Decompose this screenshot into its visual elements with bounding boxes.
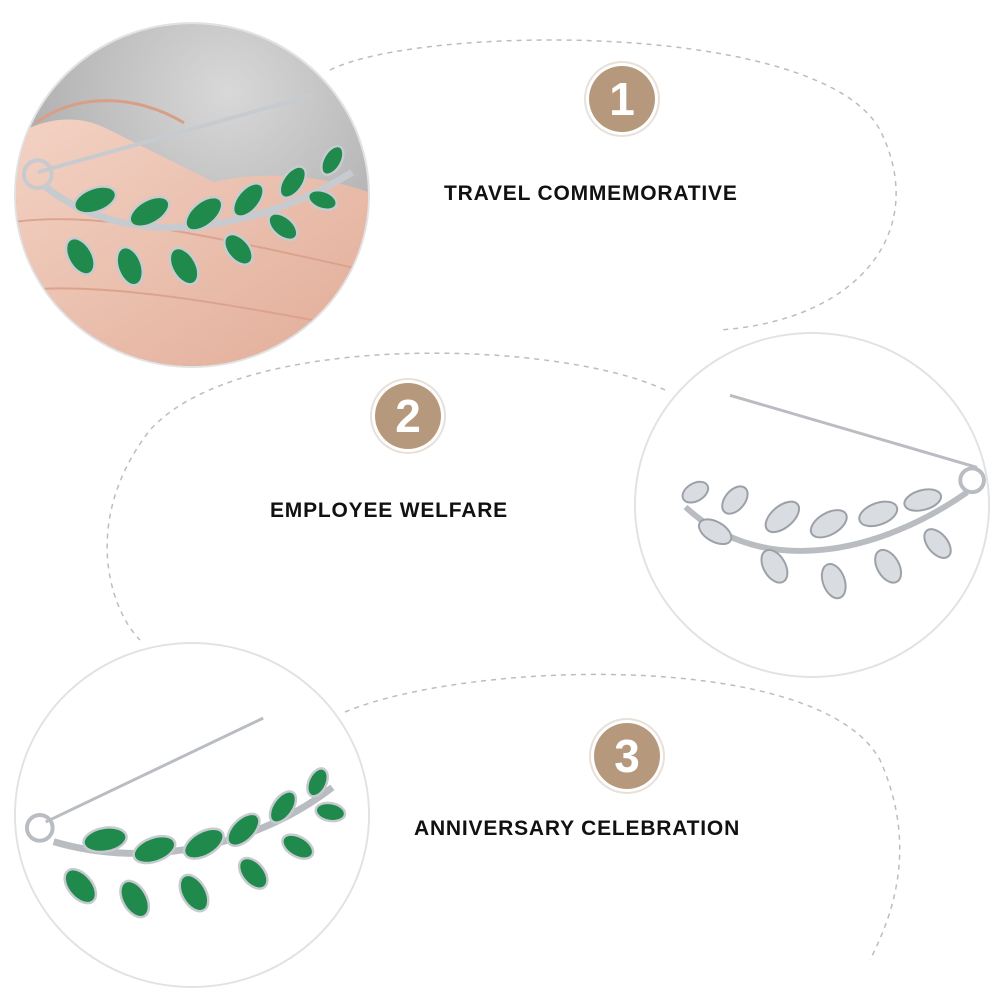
feature-label-3: ANNIVERSARY CELEBRATION	[414, 817, 741, 840]
number-badge-1: 1	[589, 66, 655, 132]
dashed-oval-3	[344, 673, 901, 961]
photo-green-brooch-in-hand	[14, 22, 370, 368]
feature-label-1: TRAVEL COMMEMORATIVE	[444, 182, 738, 205]
number-badge-2: 2	[375, 383, 441, 449]
feature-label-2: EMPLOYEE WELFARE	[270, 499, 508, 522]
photo-green-brooch	[14, 642, 370, 988]
dashed-oval-2	[106, 352, 666, 641]
photo-silver-brooch	[634, 332, 990, 678]
silver-leaf-brooch-icon	[636, 334, 988, 676]
green-leaf-brooch-in-hand-icon	[16, 24, 368, 366]
number-badge-3: 3	[594, 723, 660, 789]
green-leaf-brooch-icon	[16, 644, 368, 986]
